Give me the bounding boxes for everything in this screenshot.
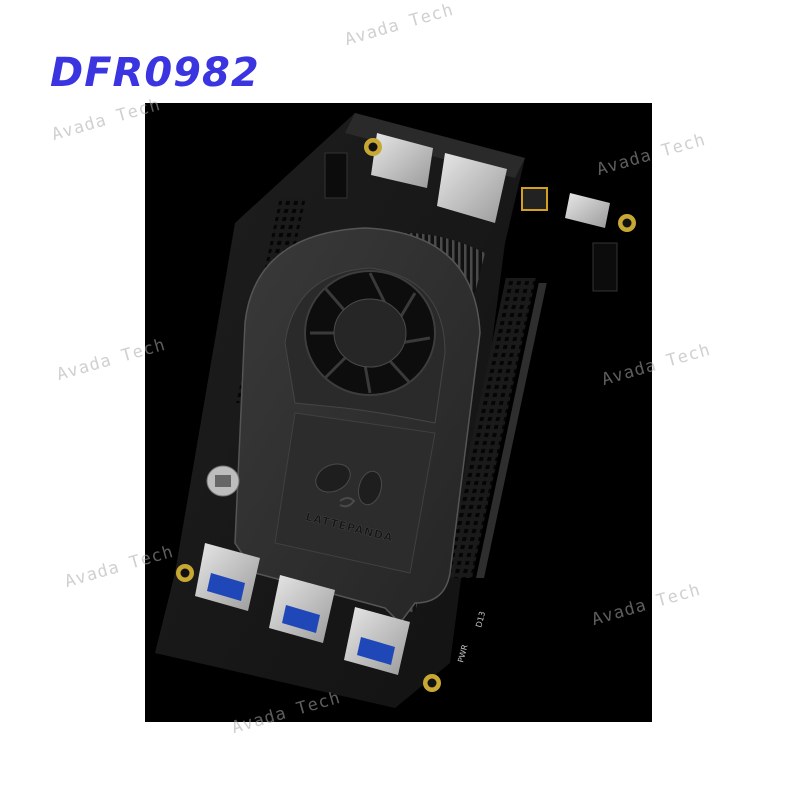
fan-icon — [304, 270, 436, 396]
silkscreen-pwr: PWR — [456, 643, 470, 663]
board-illustration: LATTEPANDA PWR D13 — [155, 113, 636, 708]
lattepanda-logo-icon — [315, 463, 383, 508]
gpio-header-right — [442, 278, 547, 578]
rtc-battery — [206, 465, 240, 497]
usb-port-3 — [344, 607, 410, 675]
product-photo: LATTEPANDA PWR D13 — [145, 103, 652, 722]
product-title: DFR0982 — [50, 50, 260, 96]
fan-cover: LATTEPANDA — [234, 227, 481, 625]
usb-port-1 — [195, 543, 260, 611]
silkscreen-d13: D13 — [474, 610, 487, 628]
watermark: Avada Tech — [342, 0, 457, 50]
top-connectors — [324, 133, 618, 292]
mounting-holes — [176, 138, 636, 692]
usb-port-2 — [269, 575, 335, 643]
